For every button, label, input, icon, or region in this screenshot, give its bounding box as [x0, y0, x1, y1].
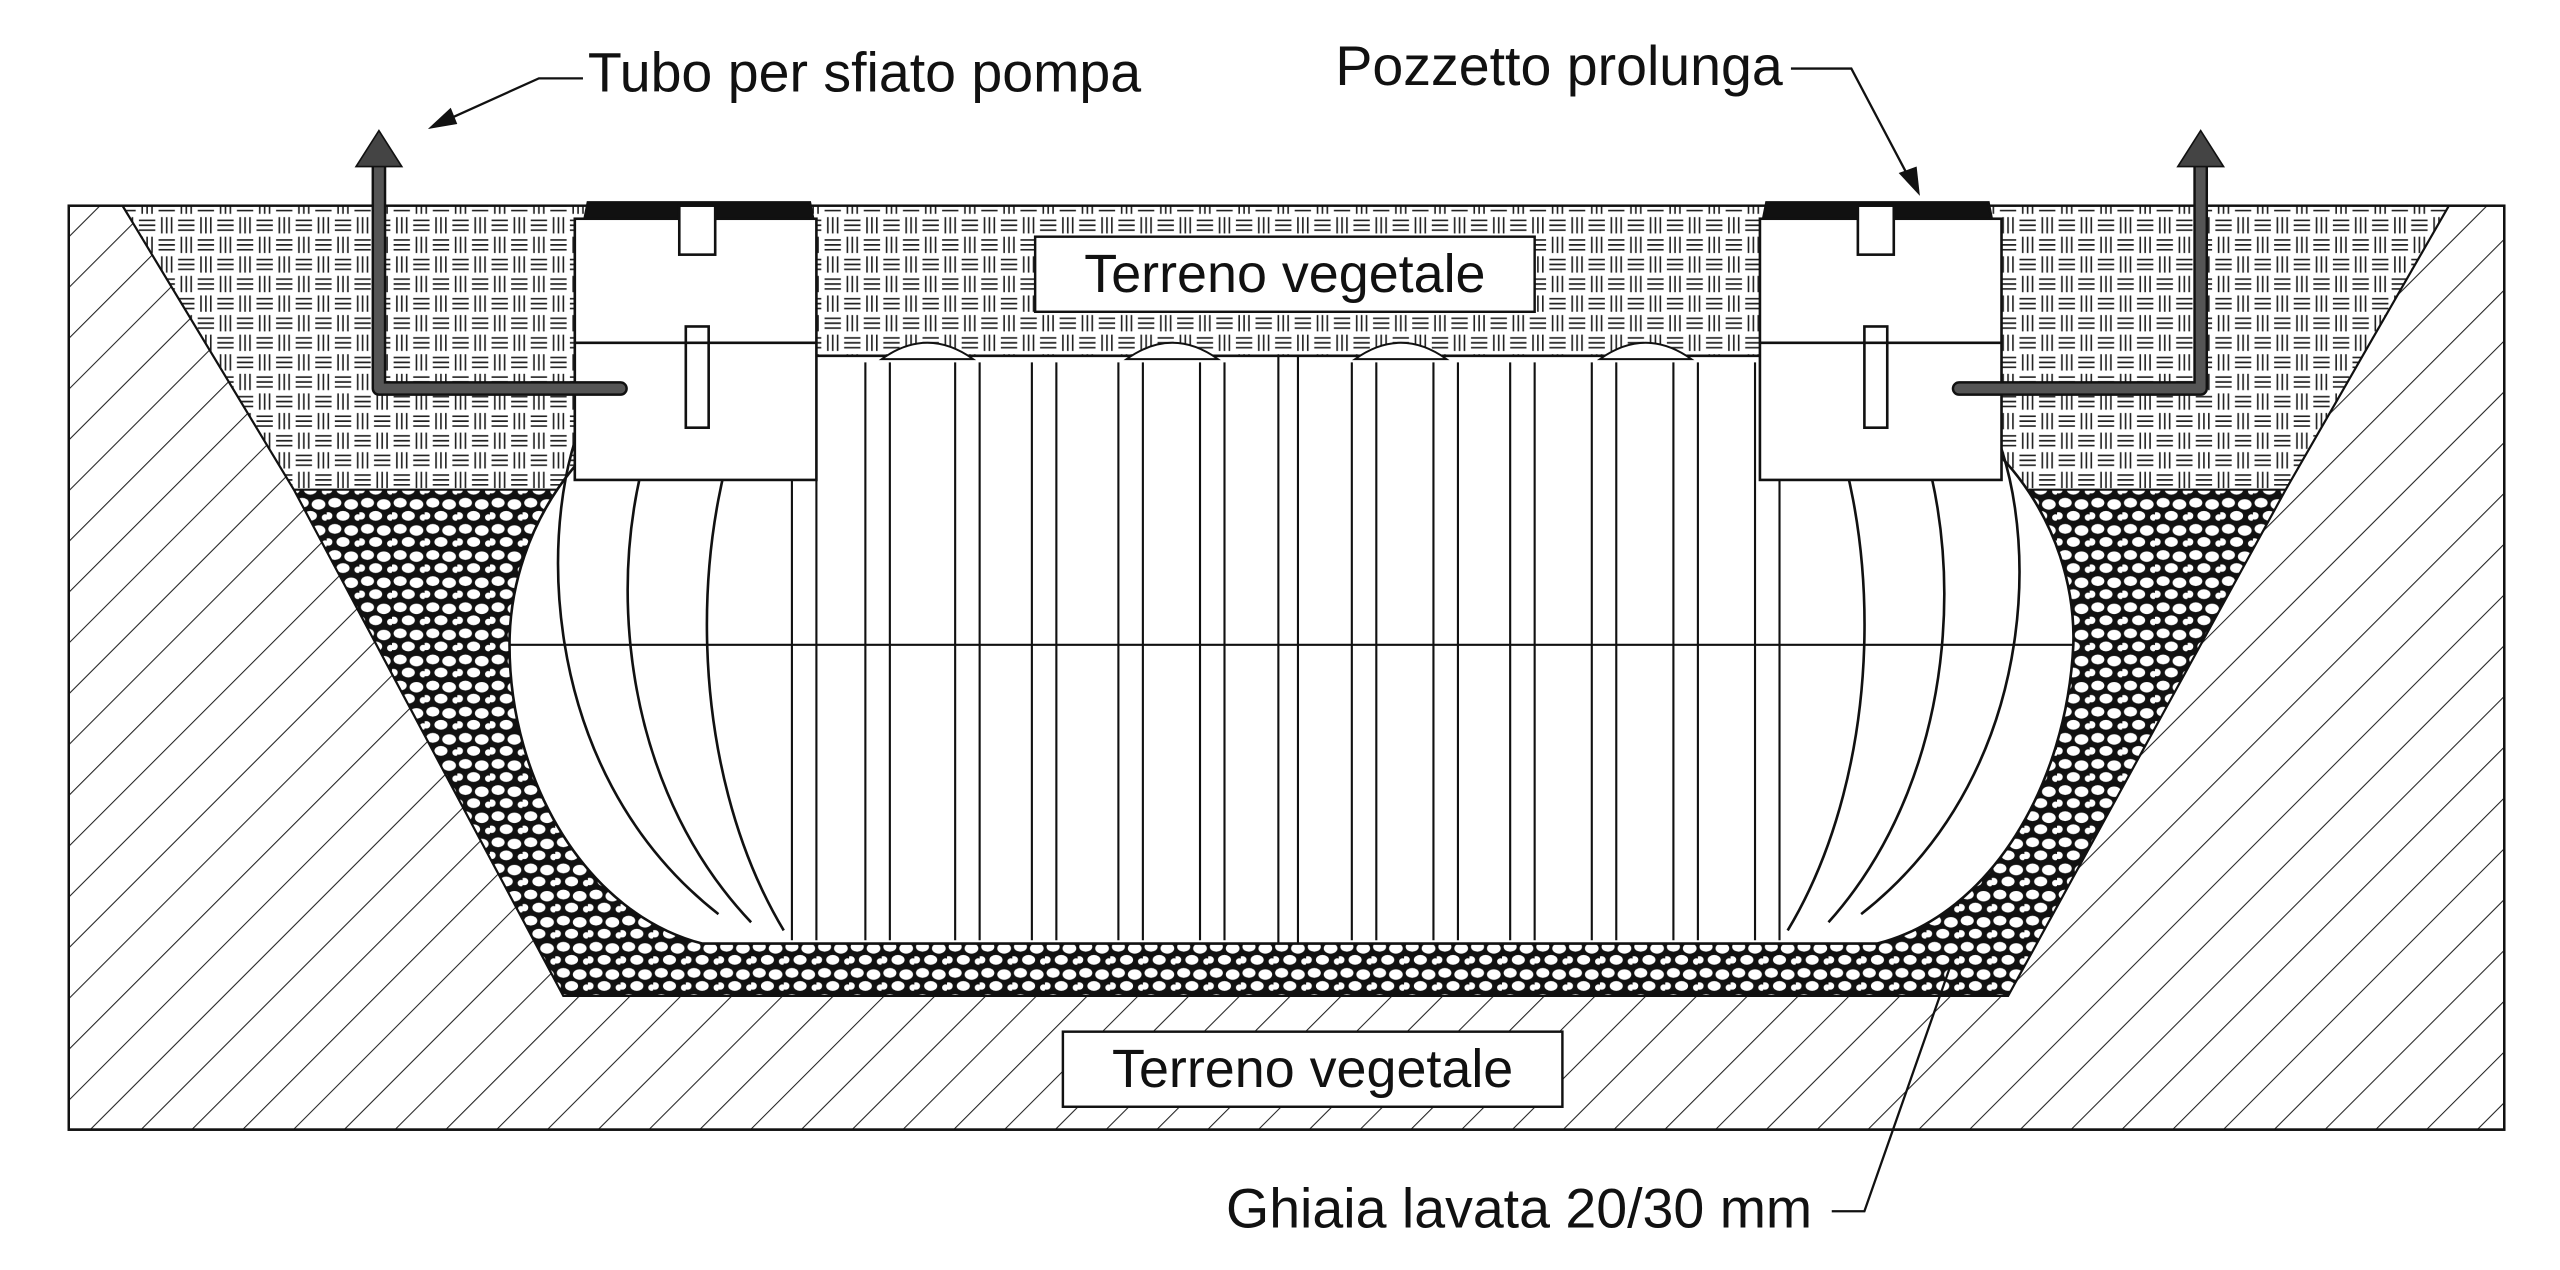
arrow-up-icon	[354, 129, 404, 168]
vent-pipe-leader	[437, 77, 583, 126]
topsoil-top-label-box	[1033, 235, 1536, 314]
vent-pipe-label: Tubo per sfiato pompa	[588, 41, 1141, 103]
arrow-up-icon	[2176, 129, 2226, 168]
leader-arrow-icon	[1898, 166, 1920, 196]
vent-pipe-left	[354, 129, 628, 396]
topsoil-bottom-label: Terreno vegetale	[1112, 1039, 1513, 1099]
section-frame	[67, 204, 2506, 1131]
extension-shaft-left	[573, 201, 818, 482]
extension-shaft-label: Pozzetto prolunga	[1335, 35, 1783, 97]
extension-shaft-right	[1758, 201, 2003, 482]
topsoil-bottom-label-box	[1061, 1030, 1564, 1108]
vent-pipe-right	[1951, 129, 2226, 396]
gravel-label: Ghiaia lavata 20/30 mm	[1226, 1178, 1812, 1240]
gravel-leader	[1831, 959, 1954, 1213]
topsoil-top-label: Terreno vegetale	[1084, 244, 1485, 304]
extension-shaft-leader	[1790, 67, 1915, 187]
leader-arrow-icon	[427, 107, 458, 129]
tank	[508, 341, 2075, 945]
